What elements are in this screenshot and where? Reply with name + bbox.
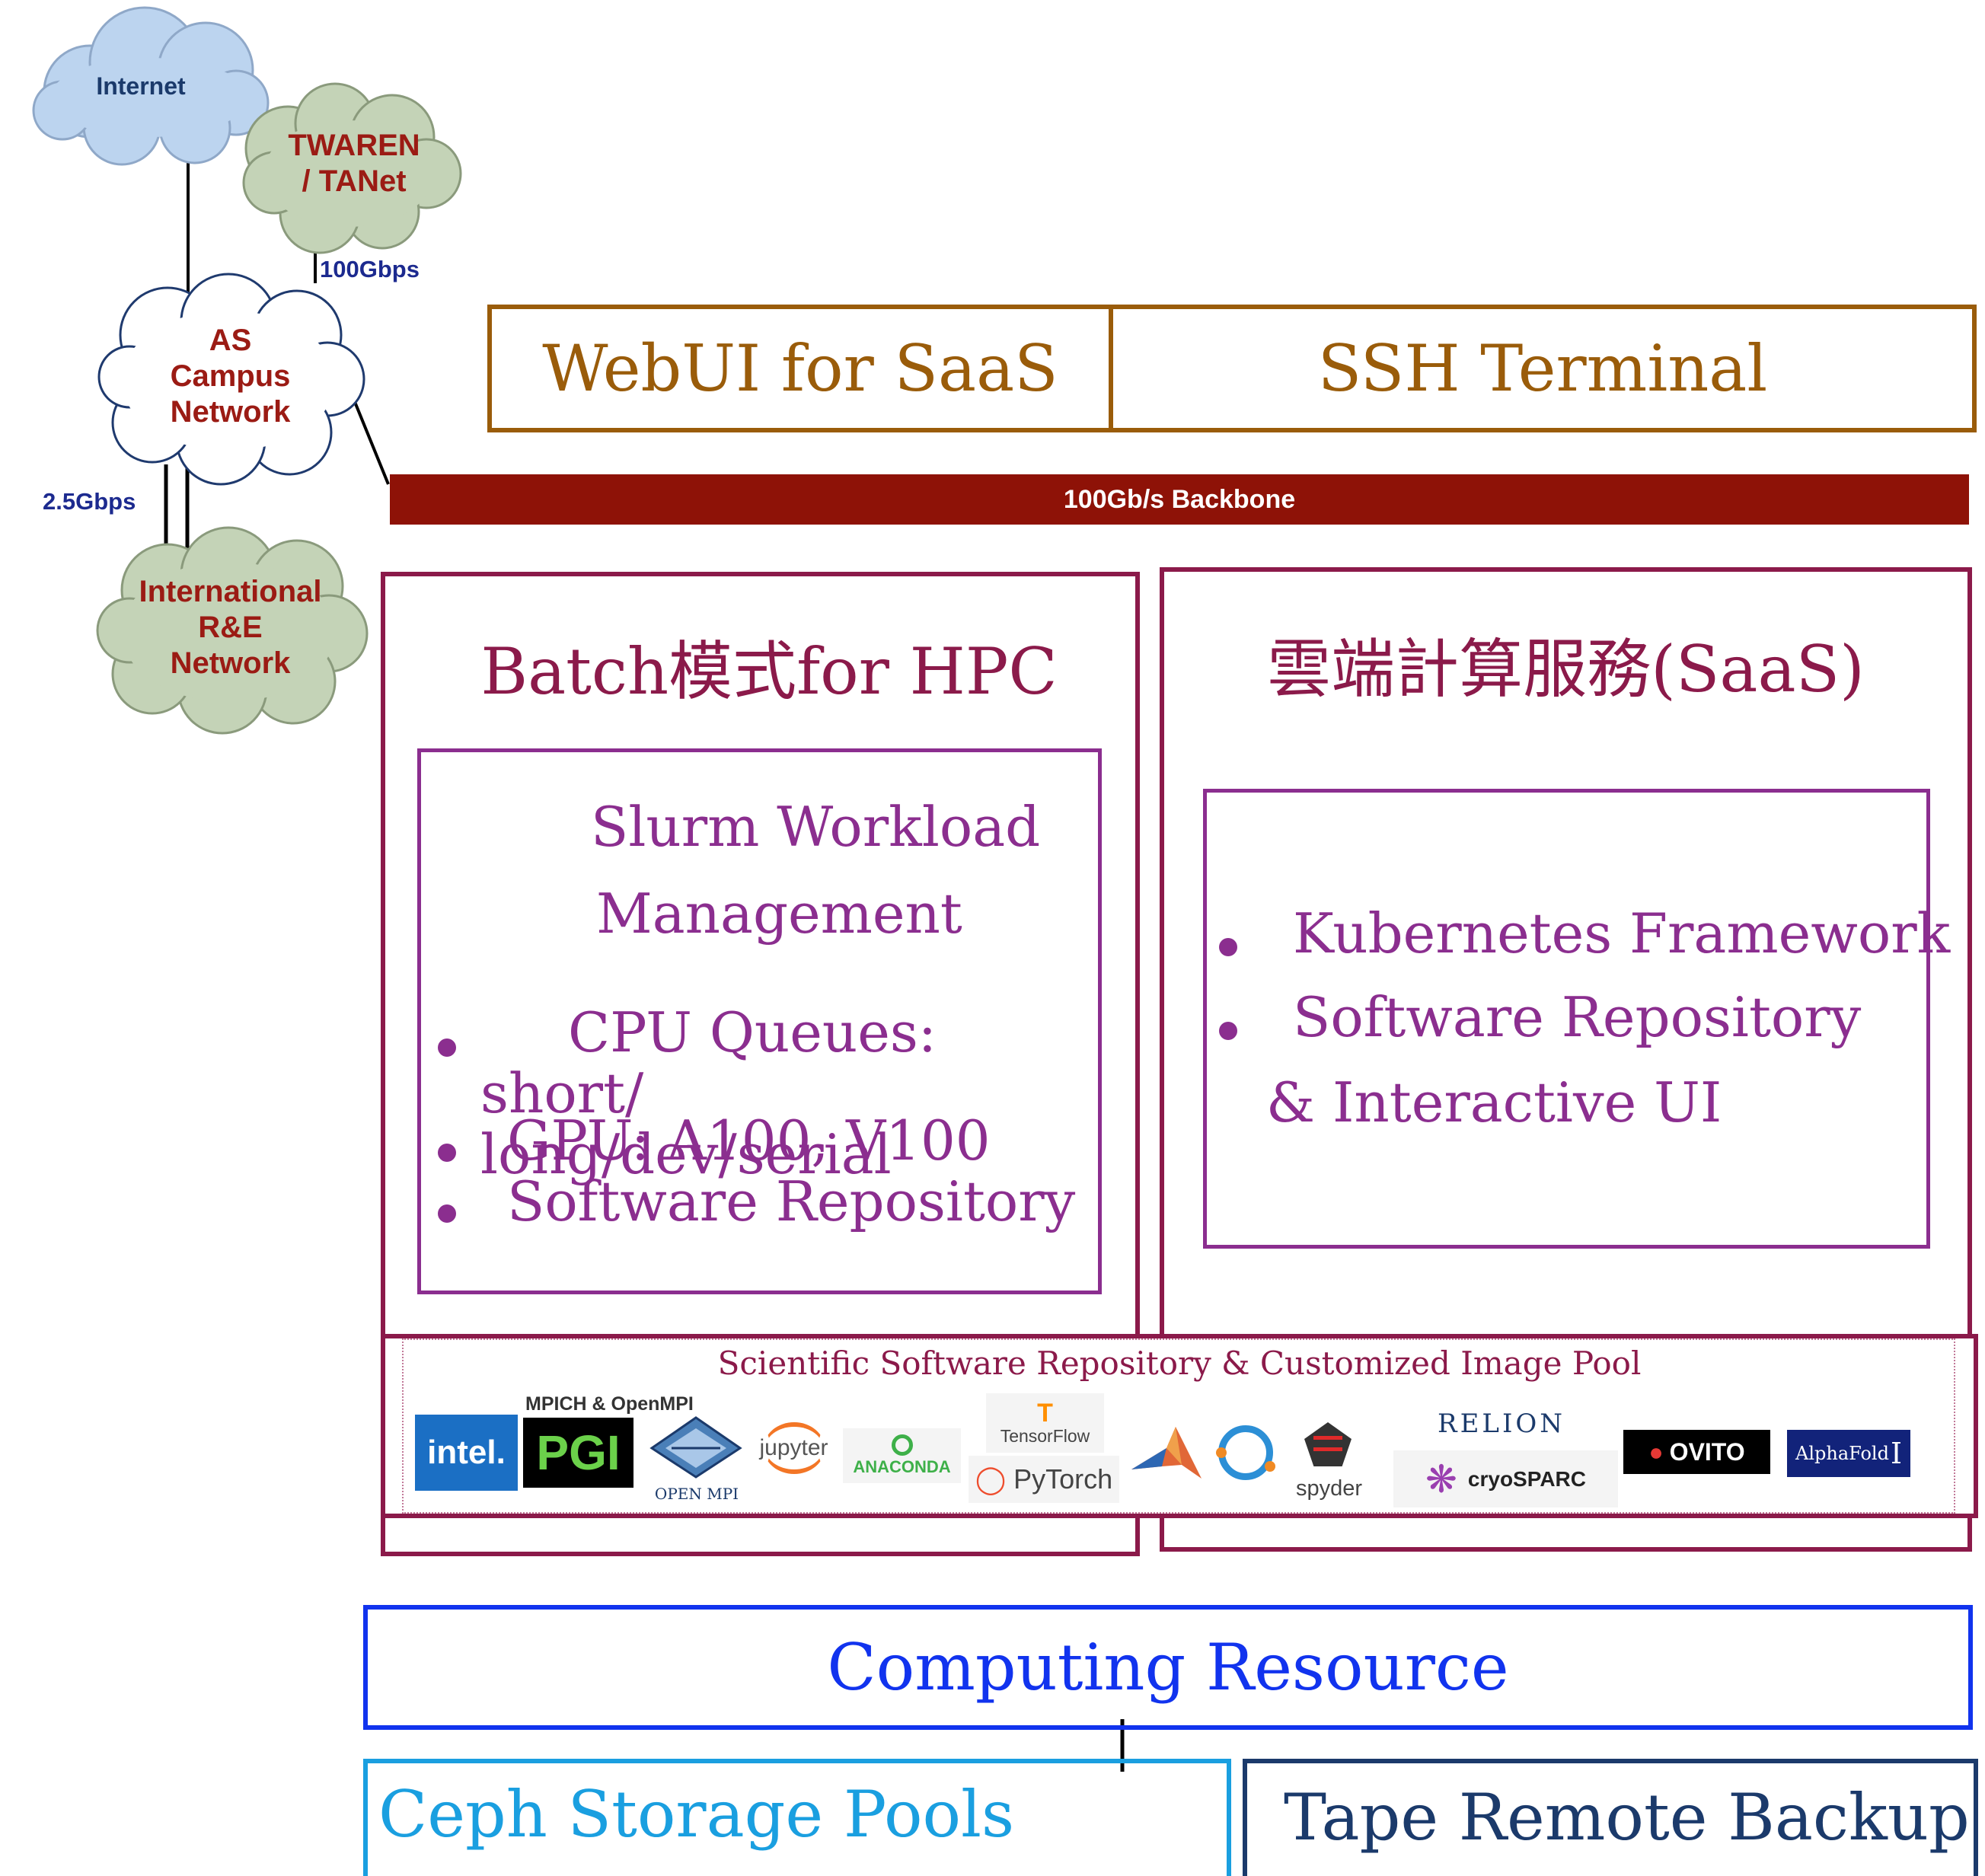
cloud-internet-shape bbox=[32, 6, 270, 166]
slurm-box: Slurm Workload Management CPU Queues: sh… bbox=[417, 748, 1102, 1294]
backbone-label: 100Gb/s Backbone bbox=[1063, 484, 1296, 514]
anaconda-ring-icon bbox=[891, 1434, 913, 1456]
pytorch-flame-icon: ◯ bbox=[975, 1463, 1007, 1495]
webui-label: WebUI for SaaS bbox=[542, 331, 1058, 406]
bullet-dot bbox=[438, 1144, 456, 1162]
relion-logo: RELION bbox=[1438, 1409, 1566, 1439]
backbone-bar: 100Gb/s Backbone bbox=[390, 474, 1969, 525]
link-twaren-speed: 100Gbps bbox=[320, 256, 420, 282]
cloud-twaren: TWAREN / TANet bbox=[263, 128, 445, 199]
openmpi-logo: OPEN MPI bbox=[654, 1485, 739, 1503]
alphafold-logo: AlphaFold Ⅰ bbox=[1787, 1430, 1910, 1477]
cloud-campus: AS Campus Network bbox=[129, 323, 331, 431]
cloud-international-line2: R&E bbox=[198, 611, 263, 645]
alphafold-icon: Ⅰ bbox=[1890, 1437, 1902, 1470]
bullet-dot bbox=[1219, 1022, 1237, 1040]
cloud-internet: Internet bbox=[72, 72, 209, 101]
slurm-item-software: Software Repository bbox=[421, 1171, 1099, 1232]
cloud-campus-shape bbox=[97, 273, 365, 486]
cloud-campus-line2: Campus bbox=[170, 359, 291, 394]
software-repository-panel bbox=[381, 1334, 1978, 1518]
computing-resource-label: Computing Resource bbox=[827, 1630, 1509, 1705]
jupyter-orbit-icon bbox=[764, 1422, 825, 1474]
slurm-item-gpu: GPU: A100, V100 bbox=[421, 1110, 1068, 1171]
slurm-title-line2: Management bbox=[596, 882, 962, 946]
ssh-terminal-label: SSH Terminal bbox=[1317, 331, 1768, 406]
tape-backup-box: Tape Remote Backup bbox=[1243, 1759, 1978, 1876]
intel-logo: intel. bbox=[415, 1415, 518, 1491]
tensorflow-logo: T TensorFlow bbox=[986, 1393, 1104, 1453]
tensorflow-icon: T bbox=[1037, 1398, 1053, 1428]
cloud-campus-line3: Network bbox=[170, 395, 291, 429]
pytorch-logo: ◯ PyTorch bbox=[969, 1456, 1119, 1503]
cryosparc-logo: ❋ cryoSPARC bbox=[1393, 1450, 1618, 1508]
saas-item-kubernetes: Kubernetes Framework bbox=[1207, 903, 1950, 964]
repository-inner-border bbox=[402, 1338, 1955, 1514]
link-campus-backbone bbox=[352, 397, 390, 485]
jupyter-logo: jupyter bbox=[750, 1418, 838, 1479]
cloud-international-line1: International bbox=[139, 575, 322, 608]
cloud-international-line3: Network bbox=[170, 646, 291, 681]
slurm-item-cpu: CPU Queues: short/ long/dev/serial bbox=[421, 1002, 1023, 1185]
pgi-logo: PGI bbox=[523, 1418, 633, 1488]
ceph-storage-label: Ceph Storage Pools bbox=[378, 1777, 1015, 1852]
spyder-logo: spyder bbox=[1281, 1418, 1377, 1501]
matlab-logo-icon bbox=[1131, 1427, 1202, 1479]
cryosparc-icon: ❋ bbox=[1425, 1457, 1457, 1501]
cloud-twaren-line1: TWAREN bbox=[288, 129, 420, 162]
batch-hpc-panel bbox=[381, 572, 1140, 1556]
bullet-dot bbox=[1219, 938, 1237, 956]
ovito-logo: ● OVITO bbox=[1623, 1430, 1770, 1474]
blender-like-logo-icon bbox=[1216, 1425, 1275, 1480]
link-international-speed: 2.5Gbps bbox=[43, 488, 136, 515]
cloud-international-shape bbox=[96, 526, 369, 735]
saas-item-software: Software Repository & Interactive UI bbox=[1207, 985, 1892, 1145]
ovito-atoms-icon: ● bbox=[1648, 1437, 1664, 1466]
repository-title: Scientific Software Repository & Customi… bbox=[717, 1345, 1642, 1382]
mpich-openmpi-caption: MPICH & OpenMPI bbox=[525, 1393, 694, 1415]
cloud-internet-label: Internet bbox=[96, 72, 186, 100]
spyder-web-icon bbox=[1304, 1422, 1352, 1466]
bullet-dot bbox=[438, 1204, 456, 1223]
webui-box[interactable]: WebUI for SaaS bbox=[487, 305, 1113, 432]
ssh-terminal-box[interactable]: SSH Terminal bbox=[1109, 305, 1977, 432]
tape-backup-label: Tape Remote Backup bbox=[1284, 1780, 1970, 1855]
cloud-campus-line1: AS bbox=[209, 324, 252, 357]
ceph-storage-box: Ceph Storage Pools bbox=[363, 1759, 1231, 1876]
cloud-twaren-shape bbox=[242, 82, 462, 254]
saas-panel bbox=[1160, 567, 1972, 1552]
anaconda-logo: ANACONDA bbox=[843, 1428, 961, 1483]
kubernetes-box: Kubernetes Framework Software Repository… bbox=[1203, 789, 1950, 1249]
batch-hpc-title: Batch模式for HPC bbox=[480, 634, 1058, 709]
saas-title: 雲端計算服務(SaaS) bbox=[1267, 632, 1865, 707]
computing-resource-box: Computing Resource bbox=[363, 1605, 1973, 1730]
cloud-twaren-line2: / TANet bbox=[302, 164, 407, 199]
cloud-international: International R&E Network bbox=[118, 574, 343, 682]
slurm-title-line1: Slurm Workload bbox=[591, 795, 1041, 859]
bullet-dot bbox=[438, 1038, 456, 1057]
openmpi-logo-icon bbox=[649, 1416, 742, 1479]
